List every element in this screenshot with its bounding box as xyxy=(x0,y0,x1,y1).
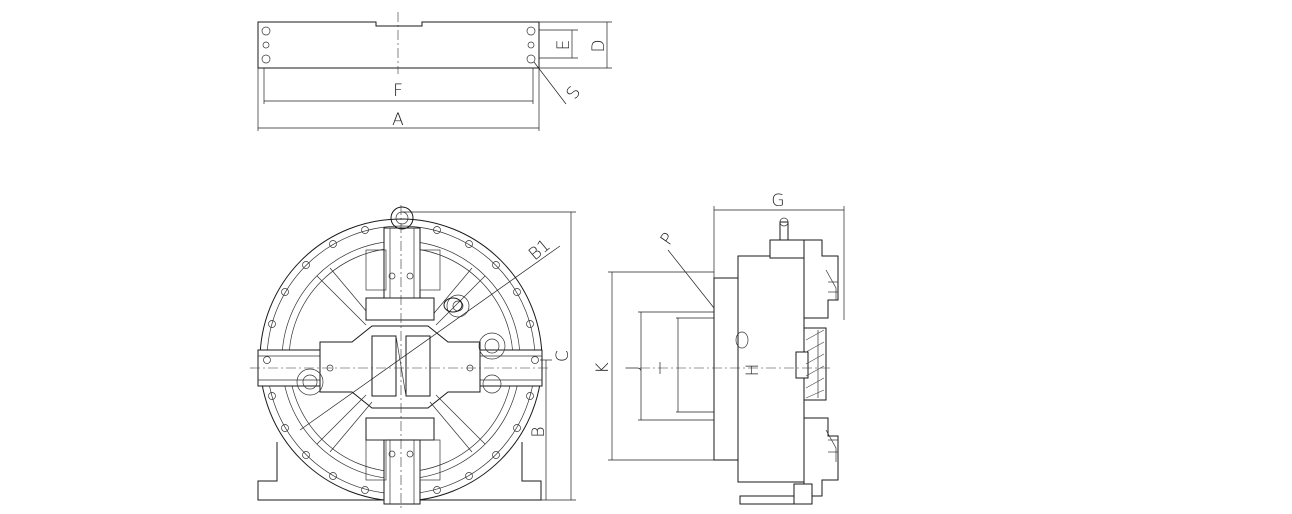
dim-label-j: J xyxy=(623,365,643,370)
top-view: E D S F A xyxy=(257,12,612,131)
dim-label-h: H xyxy=(743,364,763,377)
dim-label-s: S xyxy=(563,83,586,103)
dim-label-e: E xyxy=(554,40,574,51)
dim-label-b: B xyxy=(529,426,549,437)
dim-label-k: K xyxy=(593,362,613,373)
dim-label-c: C xyxy=(553,350,573,362)
dim-label-p: P xyxy=(657,229,679,249)
dim-label-a: A xyxy=(392,110,404,130)
side-view: G P K J H xyxy=(593,191,845,505)
dim-label-g: G xyxy=(771,191,784,211)
dim-label-b1: B1 xyxy=(525,235,555,264)
dim-label-f: F xyxy=(393,81,403,101)
dim-label-d: D xyxy=(589,39,609,52)
bolt-circle xyxy=(263,226,539,494)
front-view: B1 C B xyxy=(250,205,576,510)
brand-logo-icon xyxy=(443,297,463,313)
